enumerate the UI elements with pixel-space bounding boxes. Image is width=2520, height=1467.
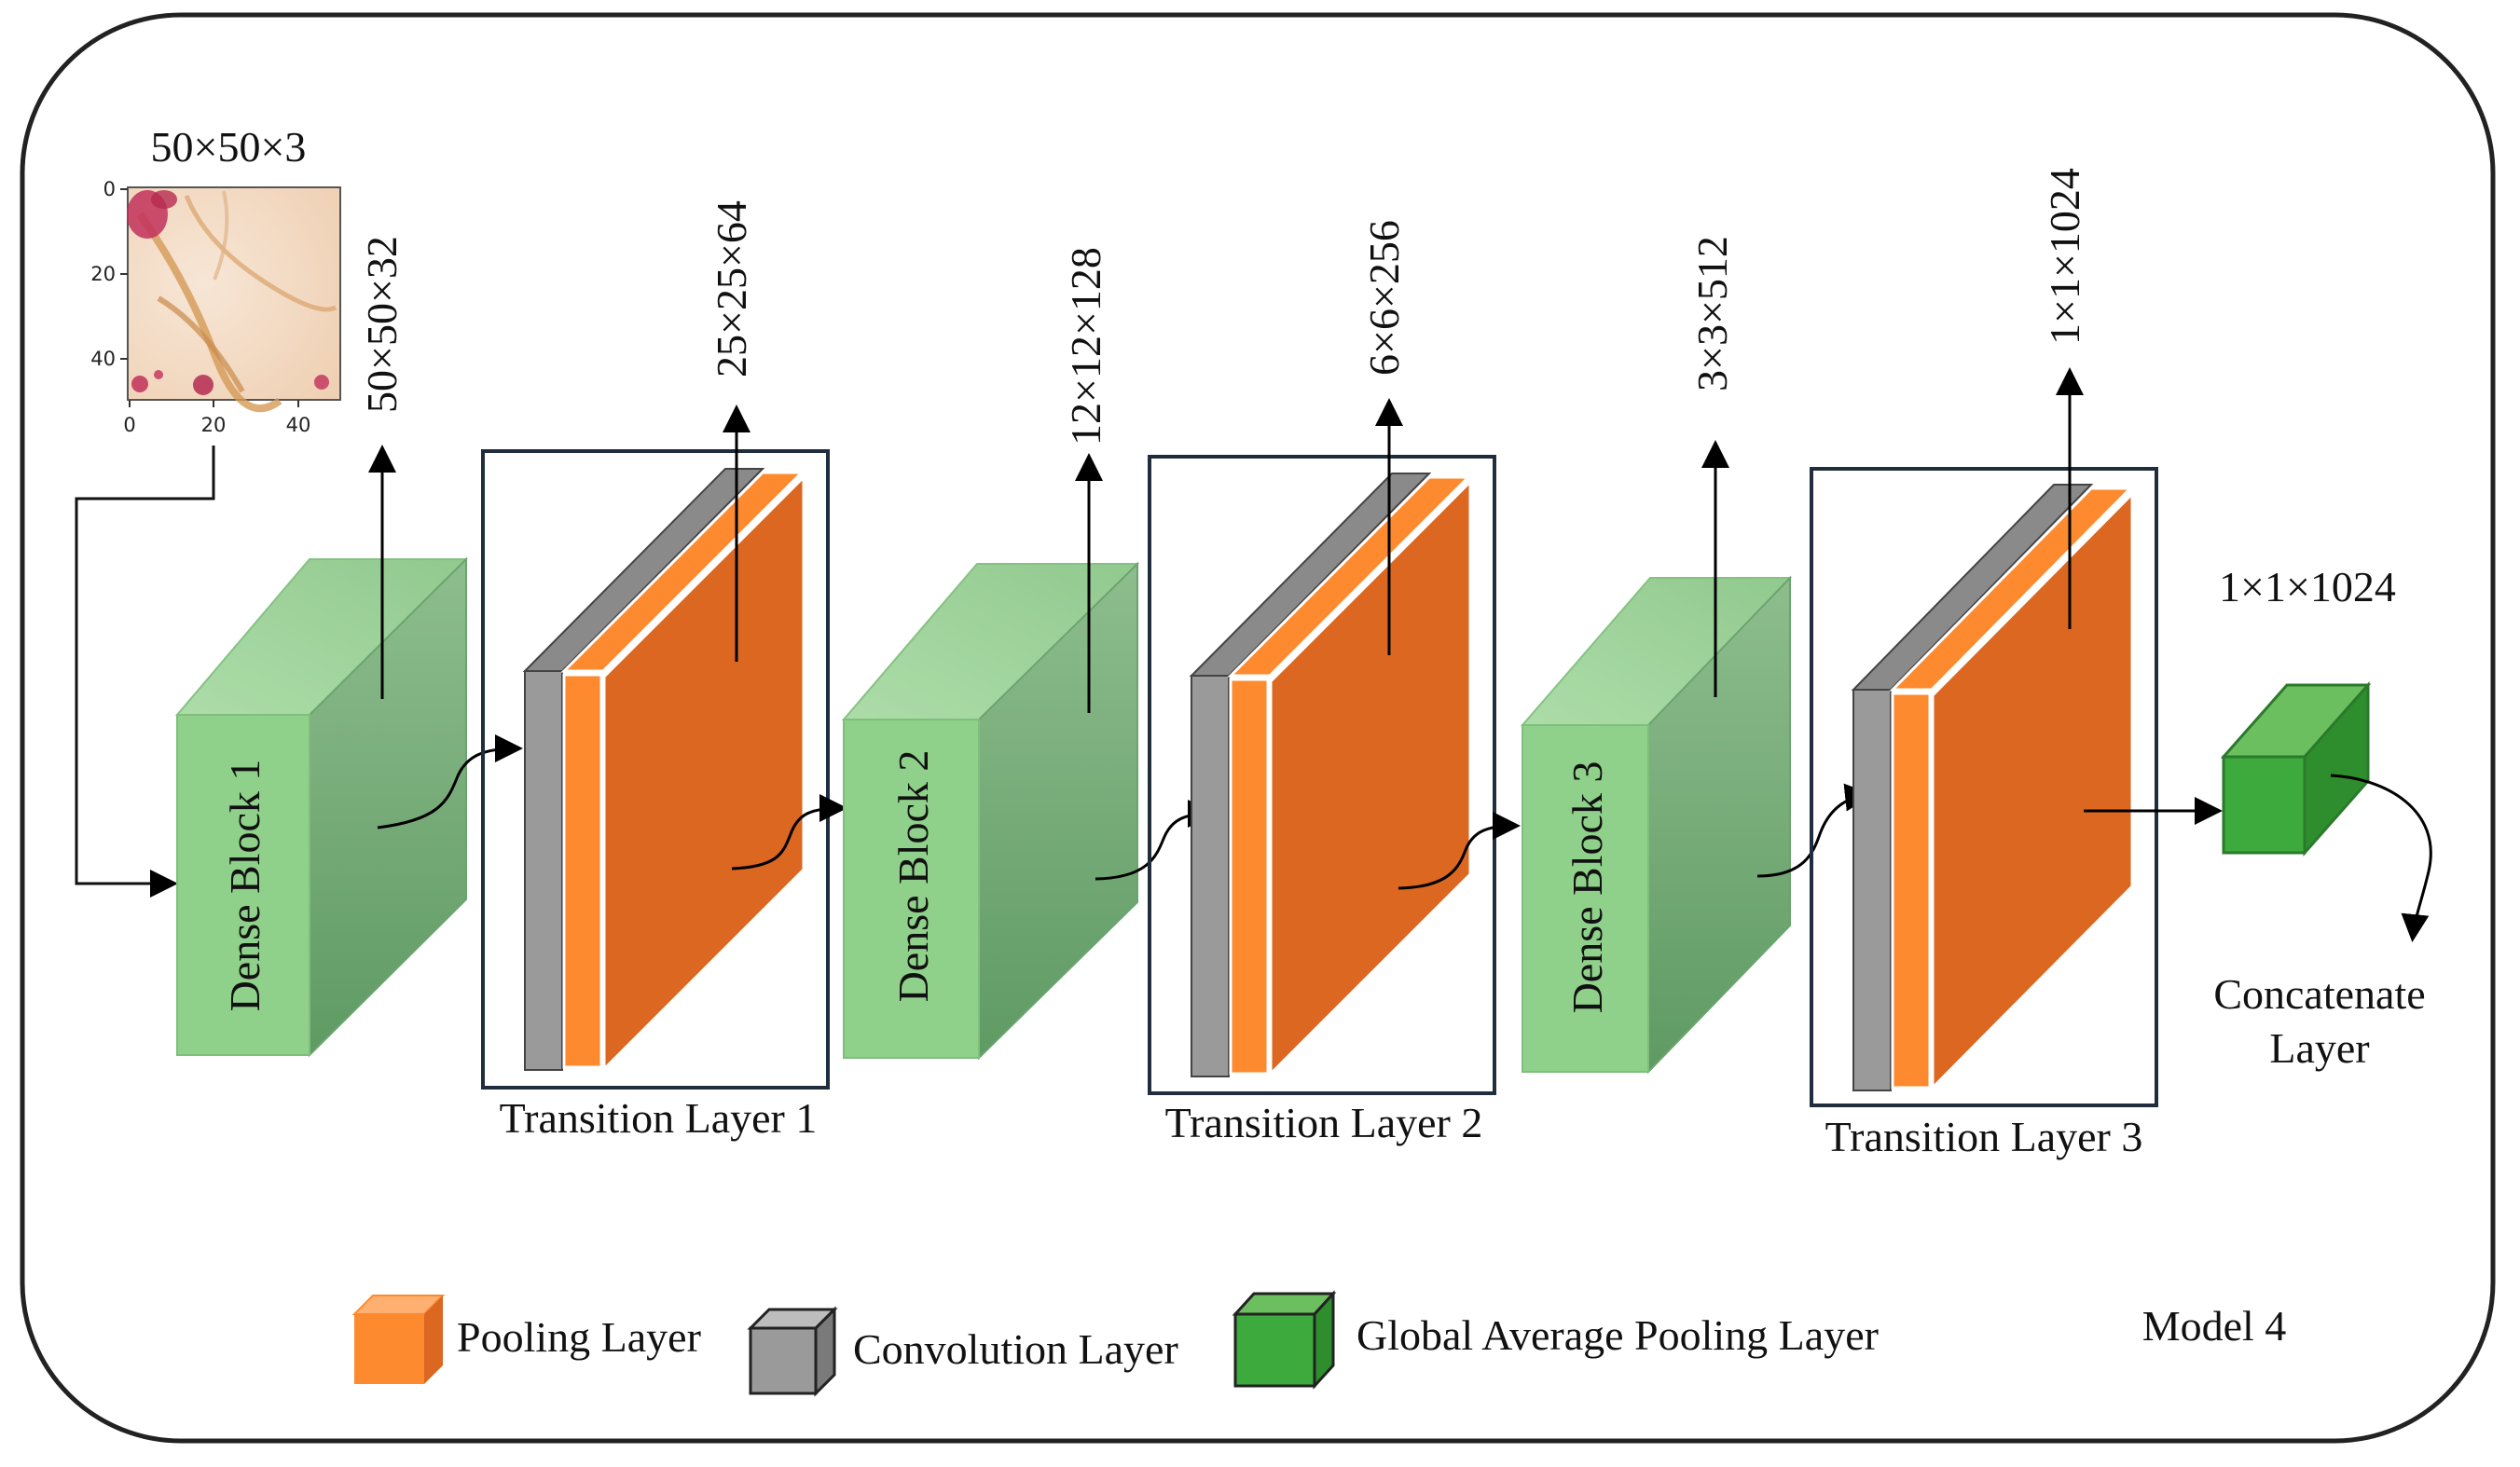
dense2-dim-label: 12×12×128 [1062, 247, 1109, 446]
connector-d2-t2 [1095, 800, 1216, 881]
transition-layer-1-label: Transition Layer 1 [500, 1094, 818, 1142]
dense1-dim-label: 50×50×32 [358, 236, 406, 413]
x-tick-0: 0 [123, 414, 135, 436]
connector-gap-concat [2330, 774, 2432, 942]
dense-block-3: Dense Block 3 [1520, 575, 1793, 1075]
x-tick-40: 40 [286, 414, 311, 436]
dense-block-2: Dense Block 2 [841, 561, 1140, 1061]
concatenate-label: Concatenate [2213, 970, 2425, 1018]
gap-dim-label: 1×1×1024 [2219, 563, 2396, 610]
trans1-dim-label: 25×25×64 [708, 200, 755, 377]
connector-t2-d3 [1398, 812, 1521, 890]
connector-d3-t3 [1756, 783, 1873, 878]
y-tick-40: 40 [90, 348, 116, 370]
connector-d1-t1 [377, 734, 523, 829]
gap-cube [2220, 681, 2372, 857]
transition-layer-3 [1810, 467, 2158, 1107]
dense3-dim-label: 3×3×512 [1688, 236, 1736, 391]
trans3-dim-label: 1×1×1024 [2041, 168, 2088, 345]
dense-block-2-label: Dense Block 2 [889, 750, 937, 1003]
x-tick-20: 20 [201, 414, 227, 436]
legend: Pooling Layer Convolution Layer Global A… [351, 1290, 2287, 1397]
transition-layer-2 [1148, 455, 1496, 1095]
trans2-dim-label: 6×6×256 [1360, 220, 1408, 376]
connector-t1-d2 [731, 794, 847, 871]
legend-convolution-label: Convolution Layer [853, 1325, 1178, 1373]
transition-layer-3-label: Transition Layer 3 [1825, 1113, 2143, 1160]
global-average-pooling-icon [1232, 1290, 1337, 1390]
dense-block-1: Dense Block 1 [174, 556, 469, 1058]
y-tick-20: 20 [90, 263, 116, 285]
pooling-layer-icon [351, 1295, 446, 1384]
legend-pooling-label: Pooling Layer [457, 1313, 701, 1361]
dense-block-3-label: Dense Block 3 [1563, 761, 1611, 1014]
transition-layer-1 [481, 449, 830, 1090]
concatenate-layer-label: Layer [2269, 1024, 2369, 1072]
legend-gap-label: Global Average Pooling Layer [1356, 1311, 1879, 1359]
dense-block-1-label: Dense Block 1 [221, 760, 269, 1012]
transition-layer-2-label: Transition Layer 2 [1165, 1099, 1483, 1146]
input-connector [75, 446, 215, 898]
model-label: Model 4 [2142, 1302, 2287, 1350]
input-image: 50×50×3 0 20 40 0 20 40 [90, 123, 341, 436]
input-size-label: 50×50×3 [151, 123, 307, 171]
y-tick-0: 0 [103, 178, 116, 200]
convolution-layer-icon [747, 1306, 838, 1397]
